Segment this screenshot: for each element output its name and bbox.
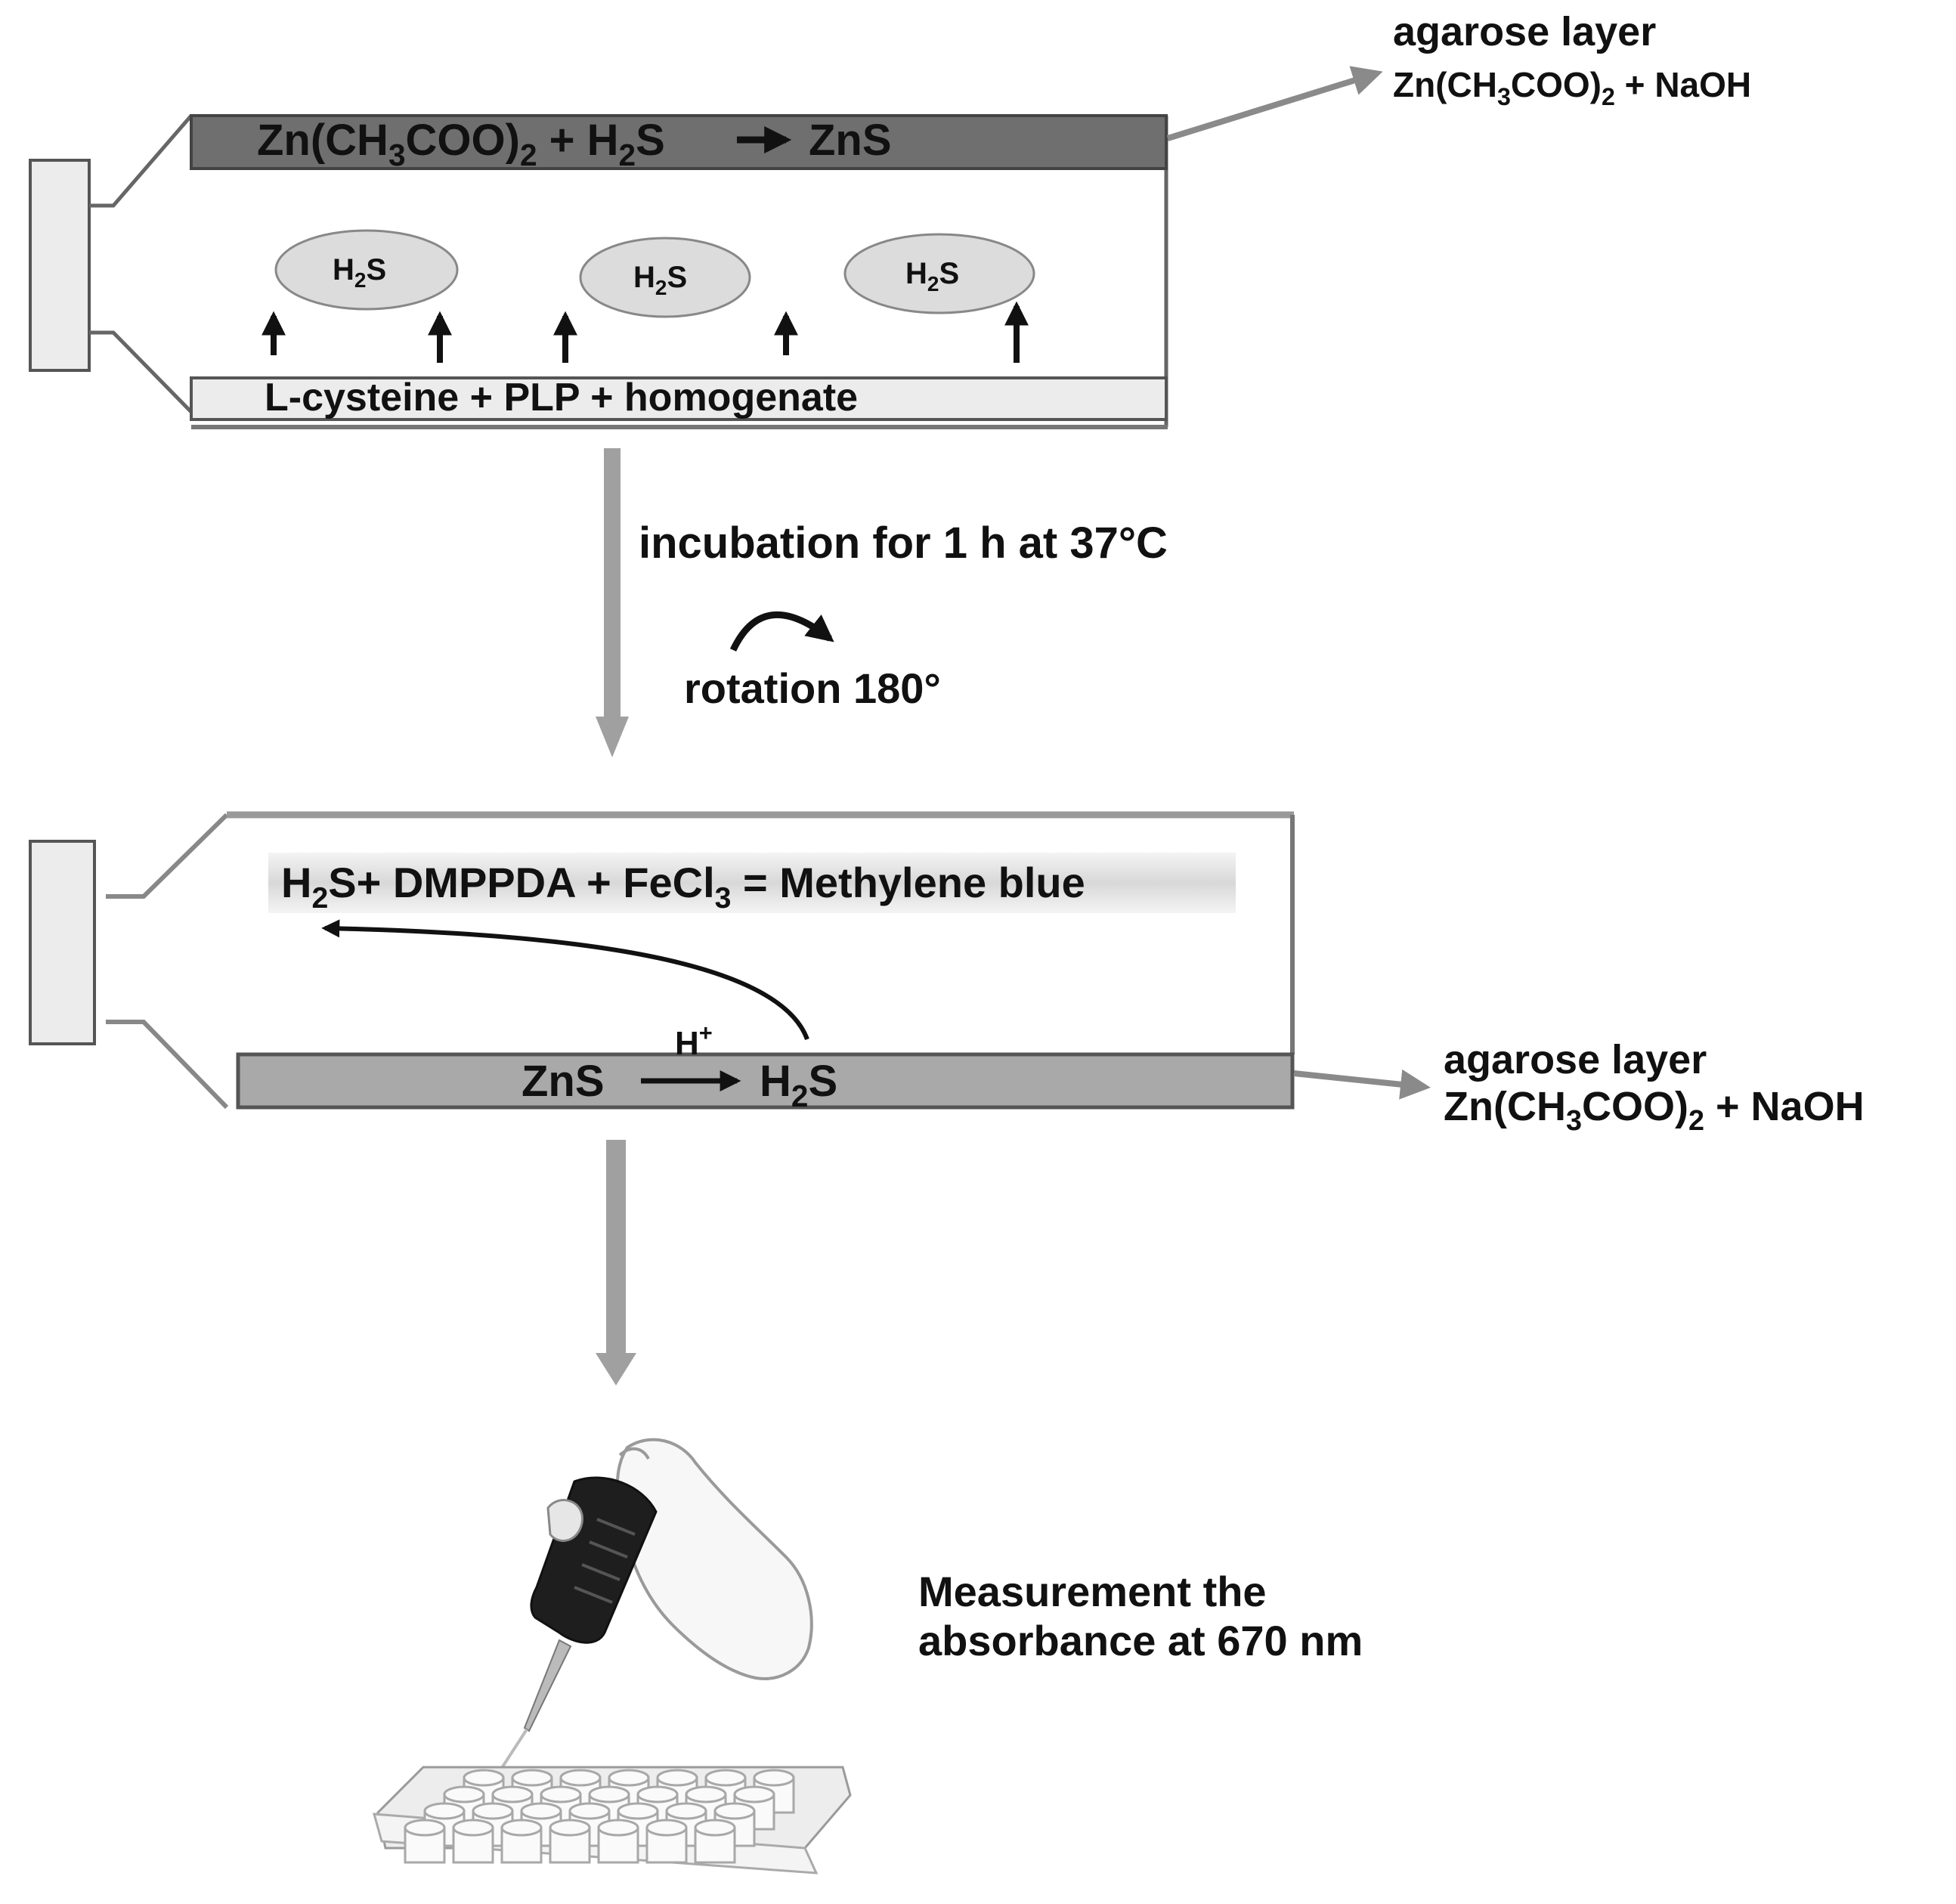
bottom-agarose-layer bbox=[236, 1052, 1295, 1110]
bottom-tube-cap bbox=[29, 840, 96, 1045]
plate-well-rim bbox=[685, 1785, 727, 1803]
gas-bubble-2: H2S bbox=[579, 237, 751, 318]
svg-text:H2S: H2S bbox=[633, 261, 687, 299]
pipette-tip-icon bbox=[523, 1639, 572, 1732]
measurement-line2: absorbance at 670 nm bbox=[918, 1617, 1363, 1664]
top-tube-cap bbox=[29, 159, 91, 372]
methylene-reaction-highlight bbox=[268, 853, 1236, 913]
top-agarose-layer bbox=[190, 114, 1168, 170]
plate-well-rim bbox=[694, 1819, 736, 1837]
h2s-release-arrow bbox=[321, 919, 809, 1041]
flow-arrow-1 bbox=[596, 448, 629, 757]
plate-well-rim bbox=[704, 1769, 747, 1787]
top-reaction-layer bbox=[190, 376, 1168, 421]
top-tube-neck-upper bbox=[89, 114, 193, 208]
plate-well-rim bbox=[597, 1819, 639, 1837]
plate-well-rim bbox=[404, 1819, 446, 1837]
plate-well-rim bbox=[645, 1819, 688, 1837]
plate-well-rim bbox=[568, 1802, 611, 1820]
bottom-agarose-product: H2S bbox=[760, 1057, 837, 1113]
flow-arrow-2 bbox=[596, 1140, 636, 1385]
plate-well-rim bbox=[500, 1819, 543, 1837]
plate-well-rim bbox=[559, 1769, 602, 1787]
plate-well-rim bbox=[423, 1802, 466, 1820]
plate-well-rim bbox=[452, 1819, 494, 1837]
top-callout-arrow bbox=[1166, 66, 1383, 141]
gas-rise-arrows bbox=[262, 301, 1029, 363]
plate-well-rim bbox=[665, 1802, 707, 1820]
plate-well-rim bbox=[608, 1769, 650, 1787]
plate-well-rim bbox=[713, 1802, 756, 1820]
gas-bubble-1: H2S bbox=[274, 229, 459, 311]
bottom-callout-formula: Zn(CH3COO)2 + NaOH bbox=[1444, 1084, 1865, 1137]
top-tube-neck-lower bbox=[89, 330, 193, 413]
methylene-reaction: H2S+ DMPPDA + FeCl3 = Methylene blue bbox=[281, 859, 1085, 915]
bottom-callout-title: agarose layer bbox=[1444, 1037, 1707, 1082]
plate-well-rim bbox=[588, 1785, 630, 1803]
bottom-callout-arrow bbox=[1293, 1069, 1431, 1100]
plate-well-rim bbox=[753, 1769, 795, 1787]
svg-text:H2S: H2S bbox=[333, 253, 386, 292]
well-plate-icon bbox=[372, 1766, 852, 1875]
bottom-tube-neck-lower bbox=[106, 1020, 229, 1110]
plate-well-rim bbox=[472, 1802, 514, 1820]
rotation-label: rotation 180° bbox=[684, 664, 941, 712]
gas-bubble-3: H2S bbox=[843, 233, 1035, 314]
bottom-tube: H2S+ DMPPDA + FeCl3 = Methylene blue H+ … bbox=[29, 811, 1295, 1113]
plate-well-rim bbox=[636, 1785, 679, 1803]
svg-text:H2S: H2S bbox=[905, 257, 959, 296]
rotation-arrow-icon bbox=[729, 611, 834, 652]
plate-well-rim bbox=[443, 1785, 485, 1803]
top-reaction-layer-label: L-cysteine + PLP + homogenate bbox=[265, 376, 858, 419]
top-agarose-reaction: Zn(CH3COO)2 + H2S bbox=[257, 116, 665, 172]
plate-well-rim bbox=[549, 1819, 591, 1837]
top-tube: Zn(CH3COO)2 + H2S ZnS L-cysteine + PLP +… bbox=[29, 114, 1168, 429]
plate-well-rim bbox=[491, 1785, 534, 1803]
plate-well-rim bbox=[540, 1785, 582, 1803]
plate-well-rim bbox=[617, 1802, 659, 1820]
gloved-hand-icon bbox=[615, 1438, 813, 1680]
measurement-line1: Measurement the bbox=[918, 1568, 1267, 1615]
plate-well-rim bbox=[511, 1769, 553, 1787]
plate-well-rim bbox=[520, 1802, 562, 1820]
bottom-agarose-reactant: ZnS bbox=[521, 1057, 605, 1106]
plate-well-rim bbox=[463, 1769, 505, 1787]
top-callout-formula: Zn(CH3COO)2 + NaOH bbox=[1393, 65, 1751, 110]
acid-catalyst-label: H+ bbox=[675, 1020, 713, 1062]
plate-well-rim bbox=[656, 1769, 698, 1787]
top-agarose-product: ZnS bbox=[809, 116, 892, 165]
pipette-illustration bbox=[497, 1438, 813, 1774]
top-callout-title: agarose layer bbox=[1393, 9, 1656, 54]
bottom-tube-neck-upper bbox=[106, 813, 229, 899]
plate-well-rim bbox=[733, 1785, 775, 1803]
incubation-label: incubation for 1 h at 37°C bbox=[639, 519, 1168, 568]
